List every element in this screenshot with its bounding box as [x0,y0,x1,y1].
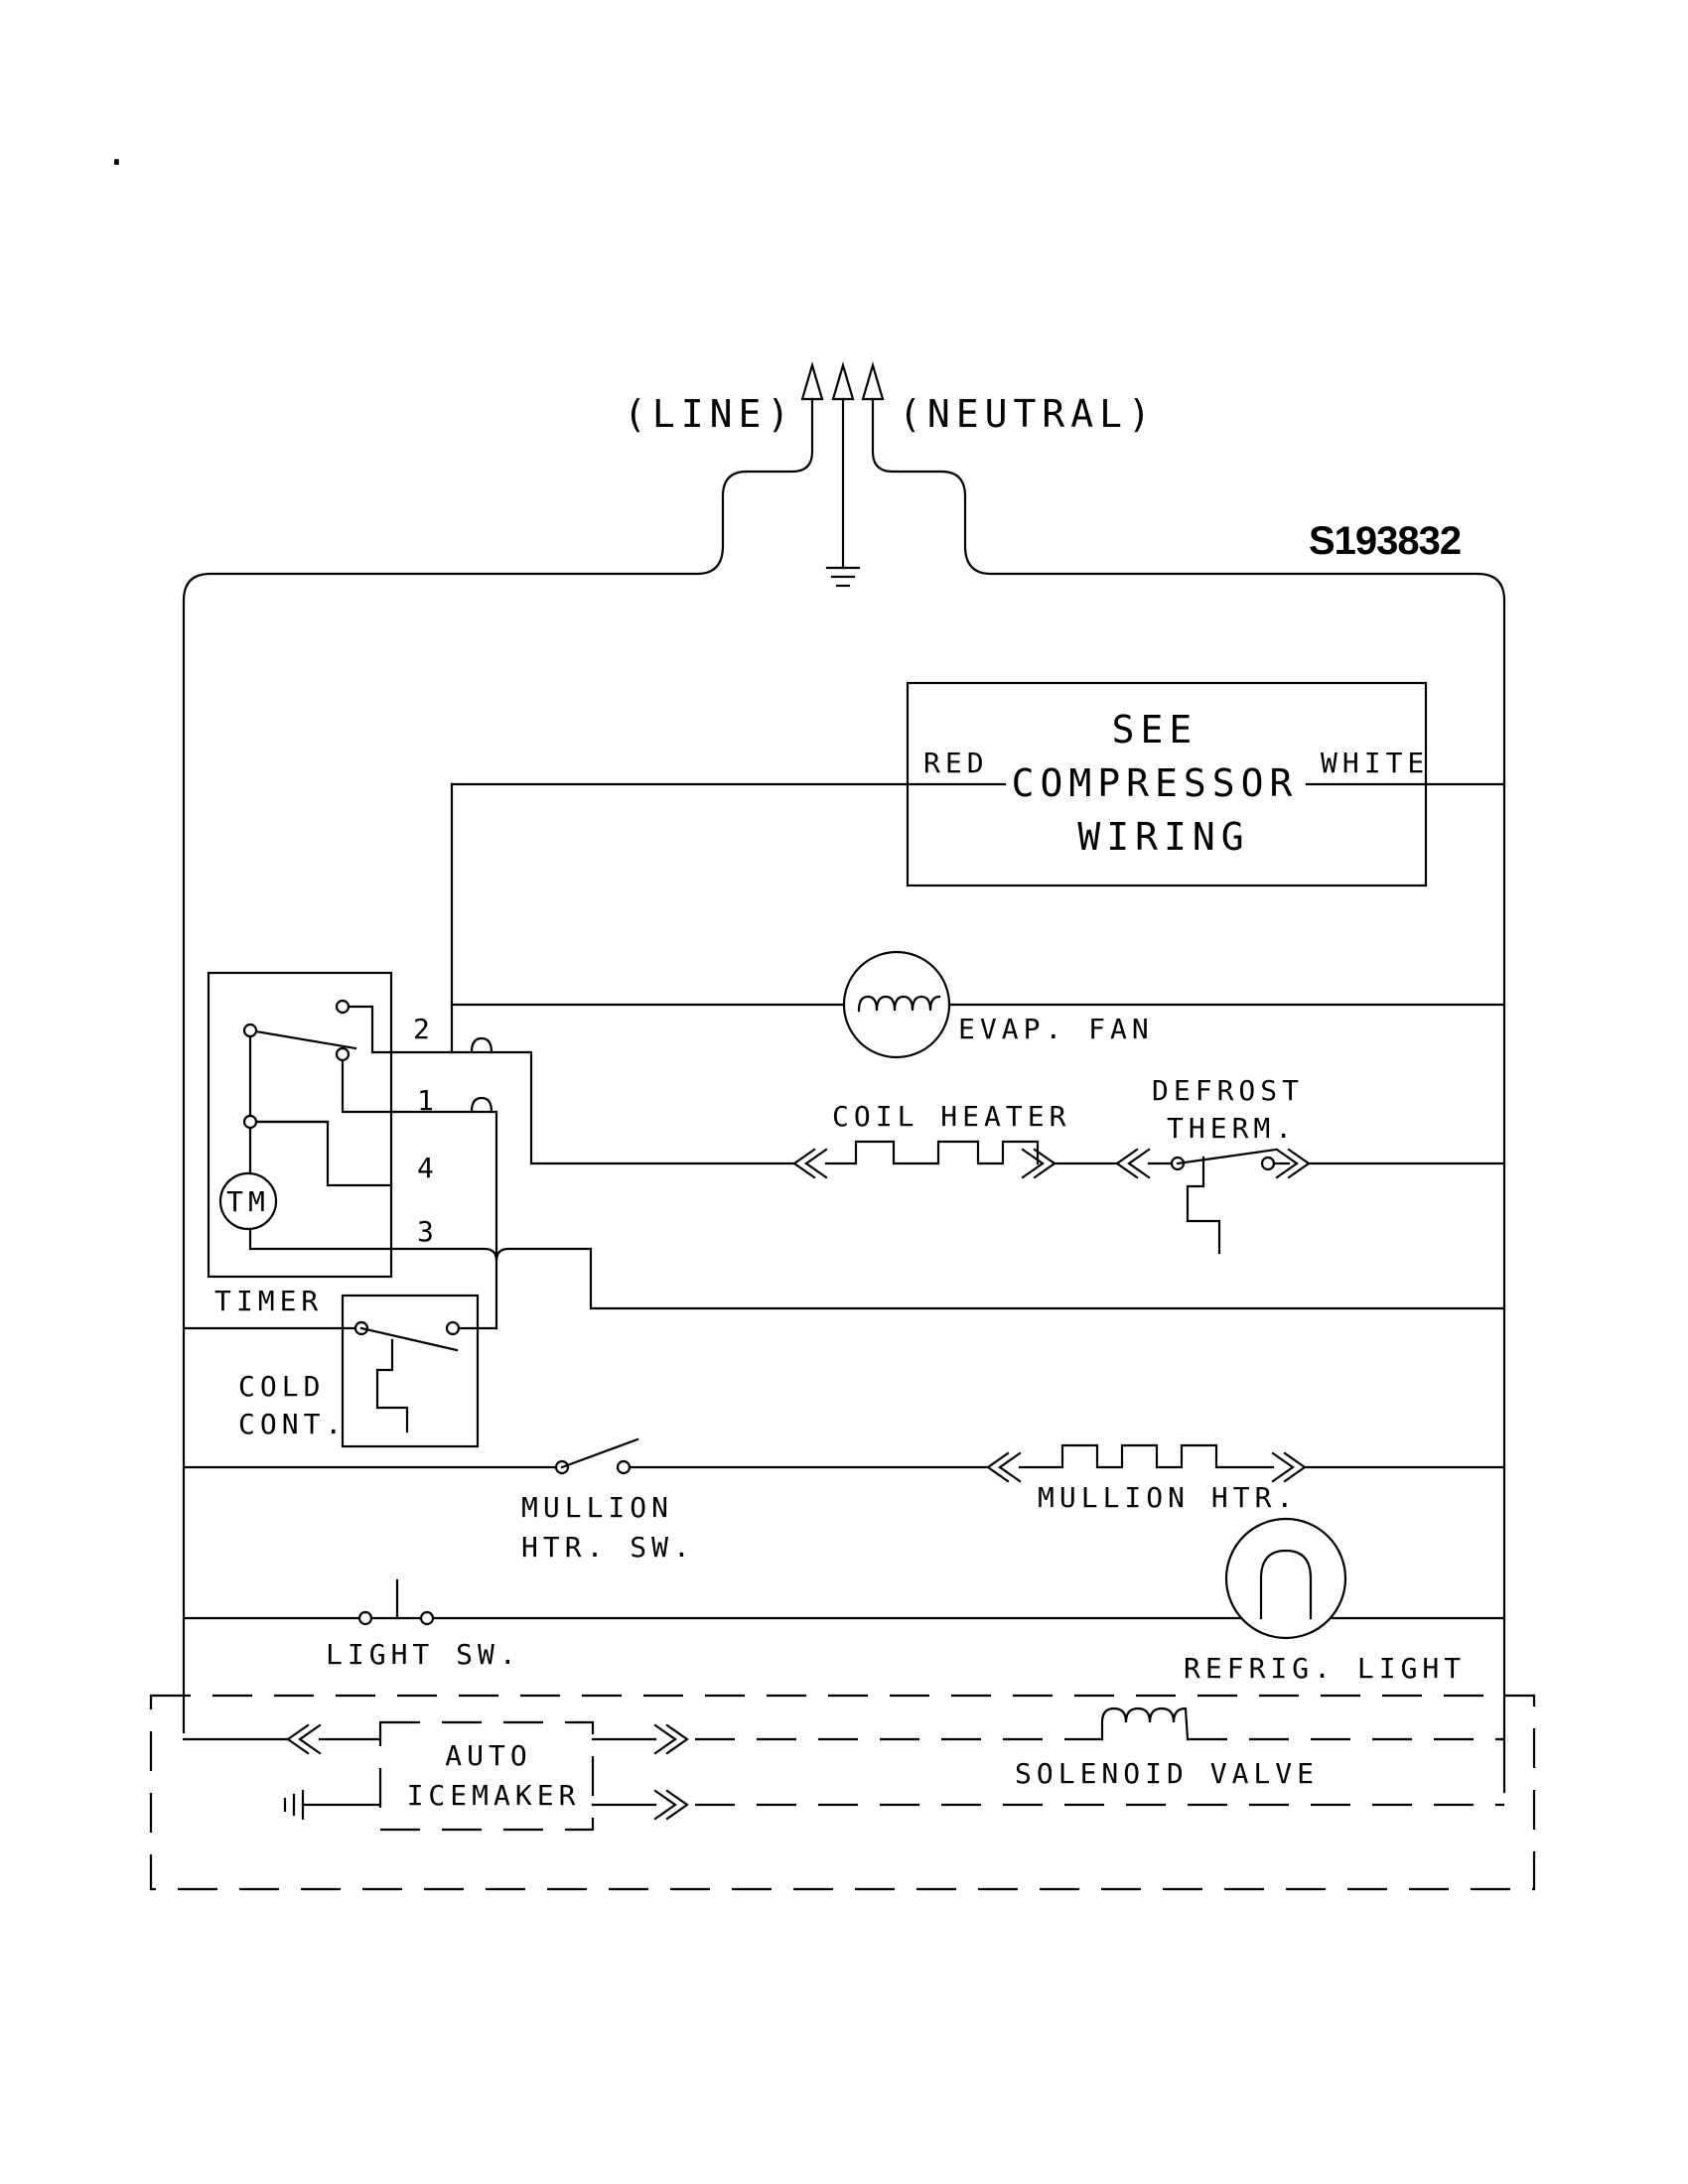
timer-contact-icon [242,1114,258,1130]
coil-heater-label: COIL HEATER [832,1100,1070,1133]
defrost-thermostat: DEFROST THERM. [1115,1074,1506,1255]
mullion-switch-label-1: MULLION [521,1491,673,1524]
icemaker-ground-icon [283,1789,382,1821]
mullion-switch-label-2: HTR. SW. [521,1531,695,1564]
line-plug-arrow-icon [800,361,824,401]
evap-fan-label: EVAP. FAN [958,1013,1154,1045]
coil-heater-element-icon [792,1140,1056,1179]
icemaker-kit-boundary [149,1694,1536,1891]
cold-control-label-2: CONT. [238,1408,347,1440]
timer-terminal-3-wire [389,1247,1506,1310]
fan-coil-icon [857,995,941,1013]
red-wire-label: RED [923,747,989,779]
cold-control-switch-arm [359,1326,459,1352]
defrost-therm-label-1: DEFROST [1152,1074,1304,1107]
evap-fan: EVAP. FAN [450,950,1506,1059]
icemaker-kit: AUTO ICEMAKER SOLENOID VALVE [149,1694,1536,1891]
icemaker-label-2: ICEMAKER [407,1779,581,1812]
ground-symbol-icon [825,566,861,588]
timer-label: TIMER [214,1285,323,1317]
corner-mark: . [105,130,134,174]
timer-terminal-4: 4 [417,1152,439,1184]
white-wire-label: WHITE [1321,747,1429,779]
icemaker-label-1: AUTO [445,1739,531,1772]
neutral-conductor [871,397,1506,1794]
compressor-text-2: COMPRESSOR [1012,761,1299,805]
cold-control-contact-icon [445,1320,461,1336]
line-conductor [182,397,814,1734]
light-switch-contact-icon [419,1610,435,1626]
solenoid-coil-icon [1100,1706,1190,1741]
coil-heater: COIL HEATER [792,1100,1119,1179]
cold-control-label-1: COLD [238,1370,325,1403]
mullion-heater-label: MULLION HTR. [1038,1481,1298,1514]
defrost-timer: TM 2 1 4 3 TIMER [207,971,439,1317]
timer-terminal-1: 1 [417,1084,439,1117]
timer-contact-icon [335,1046,351,1062]
defrost-therm-label-2: THERM. [1167,1112,1297,1145]
cold-control: COLD CONT. [182,1294,498,1448]
timer-switch-arm [248,1028,357,1050]
timer-terminal-3: 3 [417,1215,439,1248]
therm-switch-arm [1176,1148,1278,1165]
icemaker-box [378,1720,595,1832]
compressor-text-1: SEE [1112,708,1198,751]
timer-contact-icon [335,999,351,1015]
timer-motor-icon [218,1171,278,1231]
timer-box [207,971,393,1279]
neutral-plug-arrow-icon [861,361,885,401]
refrig-light-label: REFRIG. LIGHT [1184,1652,1466,1685]
therm-bulb-icon [1186,1156,1221,1255]
timer-terminal-2-wire [389,1050,796,1165]
drawing-number: S193832 [1309,519,1461,563]
therm-contact-icon [1260,1156,1276,1171]
cold-control-bulb-icon [375,1338,409,1433]
solenoid-valve-label: SOLENOID VALVE [1015,1757,1319,1790]
mullion-heater-element-icon [986,1443,1307,1483]
light-filament-icon [1259,1549,1313,1620]
ground-plug-arrow-icon [831,361,855,401]
compressor-text-3: WIRING [1077,815,1249,859]
light-switch-contact-icon [357,1610,373,1626]
power-cord: (LINE) (NEUTRAL) [182,361,1506,1794]
mullion-switch-arm [560,1437,639,1469]
light-circuit: LIGHT SW. REFRIG. LIGHT [182,1517,1506,1685]
refrig-light-bulb-icon [1224,1517,1347,1640]
timer-motor-label: TM [226,1185,270,1218]
mullion-switch-contact-icon [616,1459,632,1475]
timer-contact-icon [242,1023,258,1038]
compressor-block: SEE COMPRESSOR WIRING RED WHITE [450,681,1506,887]
light-switch-label: LIGHT SW. [326,1638,521,1671]
line-label: (LINE) [624,392,795,436]
neutral-label: (NEUTRAL) [899,392,1157,436]
timer-terminal-2: 2 [413,1013,435,1045]
cold-control-box [341,1294,480,1448]
mullion-circuit: MULLION HTR. SW. MULLION HTR. [182,1437,1506,1564]
